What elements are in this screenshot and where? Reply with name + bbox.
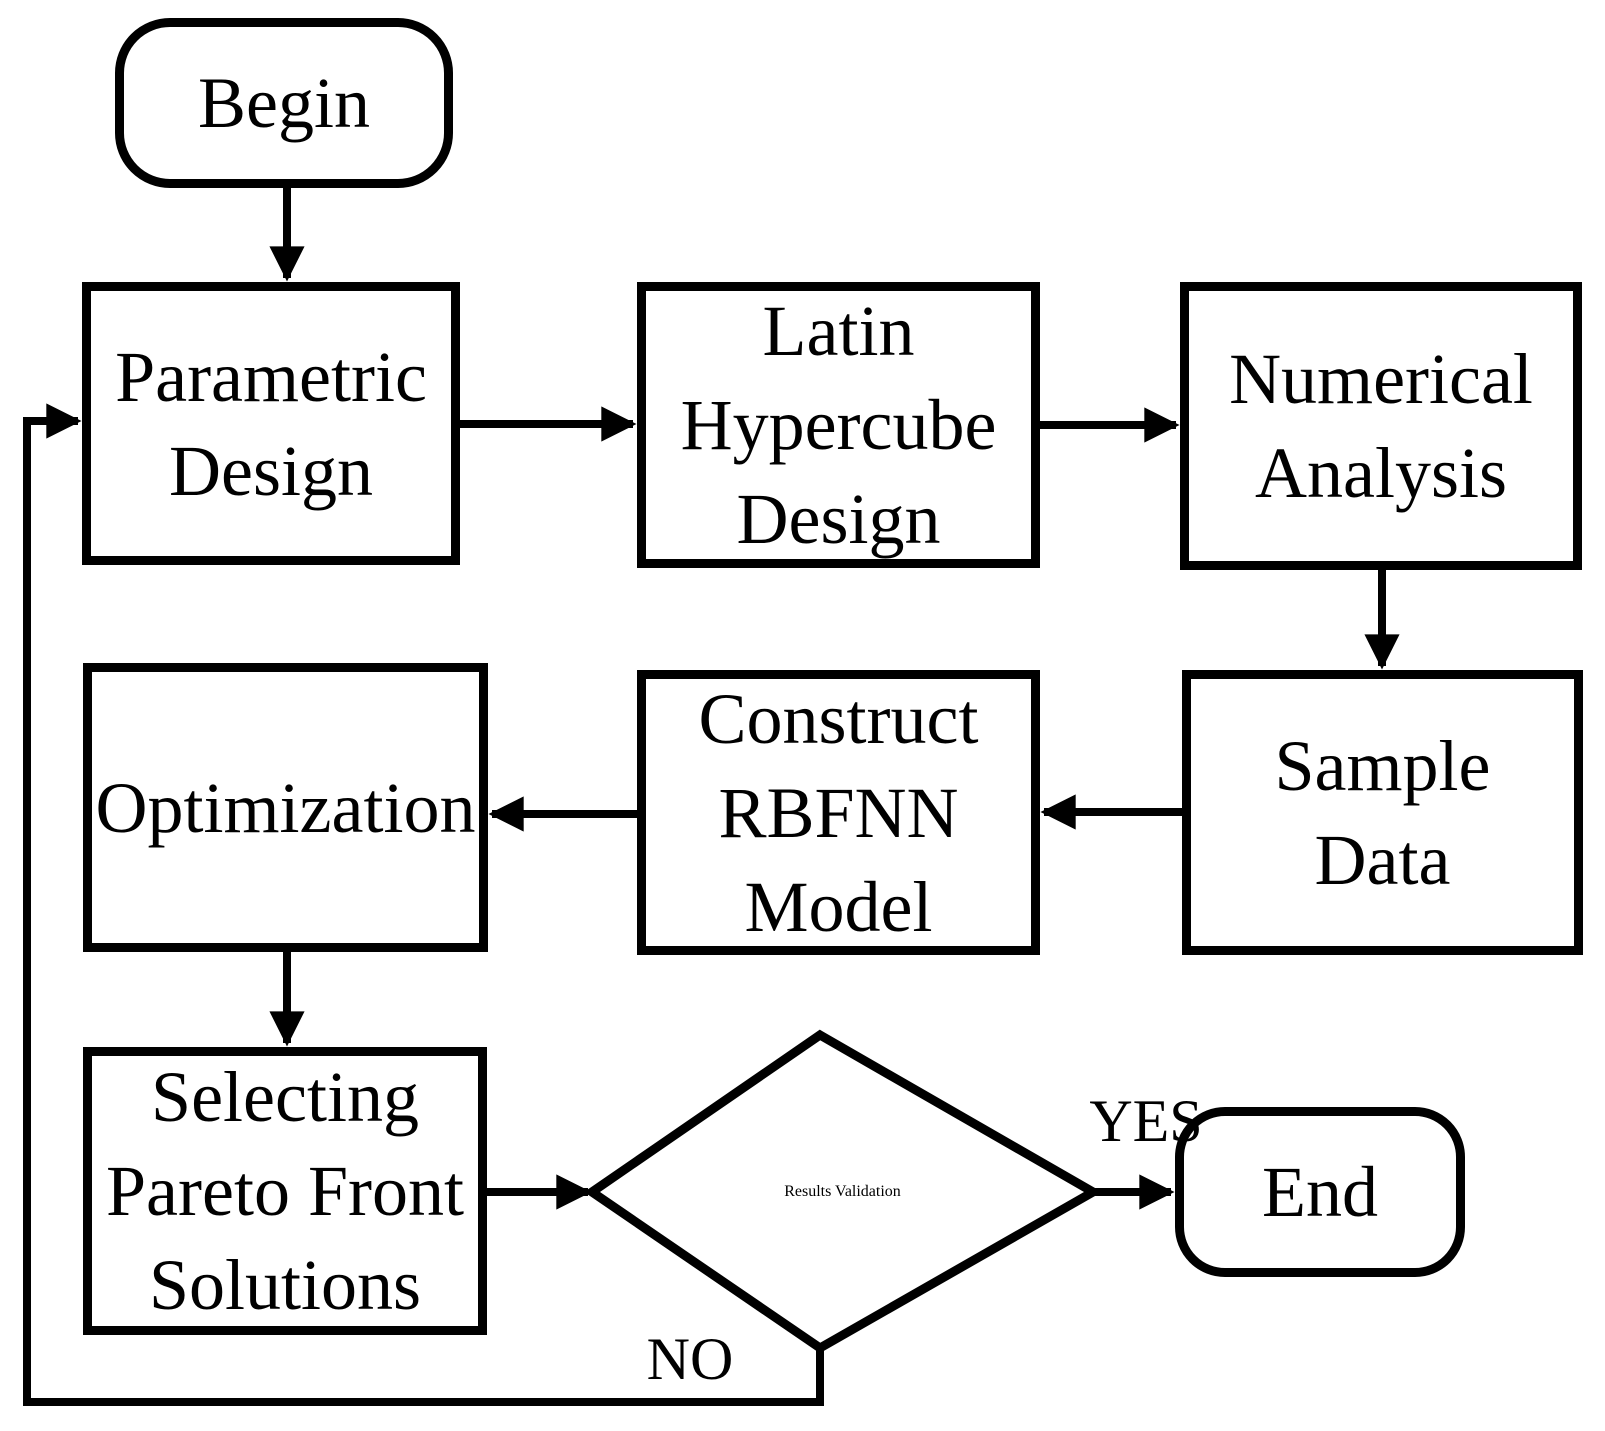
decision-diamond-shape: [584, 1029, 1103, 1354]
node-begin-label: Begin: [198, 63, 370, 143]
node-end-label: End: [1262, 1152, 1378, 1232]
node-optimization: Optimization: [83, 663, 488, 952]
node-selecting-pareto-front-solutions: Selecting Pareto Front Solutions: [83, 1047, 487, 1335]
edge-decision-no-loop-to-parametric: [23, 403, 824, 1406]
node-numerical-analysis-label: Numerical Analysis: [1229, 339, 1533, 513]
node-sample-data-label: Sample Data: [1274, 725, 1491, 900]
node-parametric-design-label: Parametric Design: [115, 336, 427, 511]
node-construct-rbfnn-model: Construct RBFNN Model: [637, 670, 1040, 955]
edge-label-no: NO: [646, 1326, 734, 1392]
node-construct-rbfnn-model-label: Construct RBFNN Model: [698, 678, 979, 947]
node-latin-hypercube-design-label: Latin Hypercube Design: [680, 291, 997, 559]
node-sample-data: Sample Data: [1182, 670, 1583, 955]
node-end: End: [1175, 1107, 1465, 1277]
node-optimization-label: Optimization: [95, 767, 476, 848]
edge-label-yes: YES: [1089, 1088, 1203, 1154]
node-parametric-design: Parametric Design: [82, 282, 460, 565]
node-latin-hypercube-design: Latin Hypercube Design: [637, 282, 1040, 568]
node-begin: Begin: [115, 18, 453, 188]
node-selecting-pareto-front-solutions-label: Selecting Pareto Front Solutions: [106, 1057, 464, 1325]
node-numerical-analysis: Numerical Analysis: [1180, 282, 1582, 570]
